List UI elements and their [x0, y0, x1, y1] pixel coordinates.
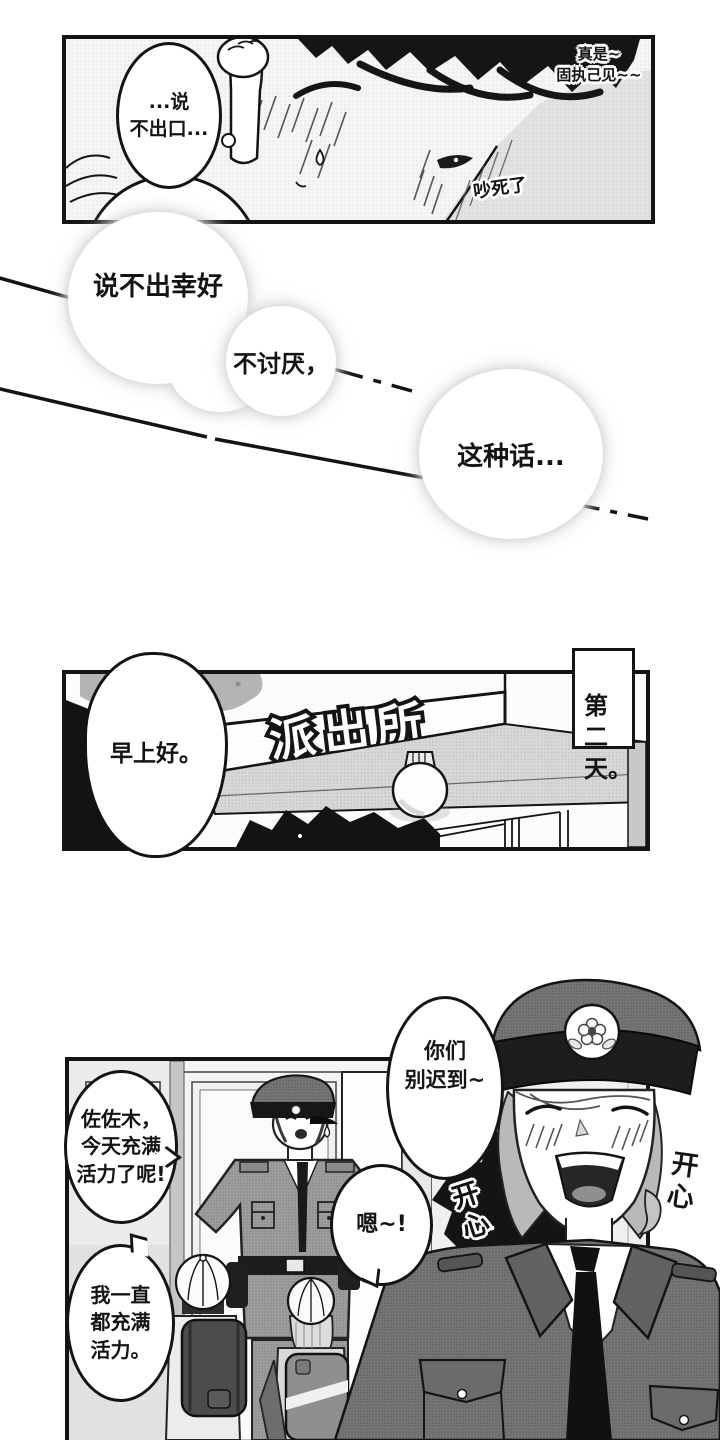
monologue-2-text: 不讨厌，: [233, 349, 329, 378]
speech-bubble-dont-be-late: 你们 别迟到~: [386, 996, 504, 1180]
bubble-hard-to-say-text: ...说 不出口...: [129, 91, 209, 140]
speech-bubble-hard-to-say: ...说 不出口...: [116, 42, 222, 189]
sasaki-teeth: [558, 1153, 622, 1170]
eyebrow: [293, 81, 361, 99]
speech-bubble-good-morning: 早上好。: [84, 652, 228, 858]
dont-be-late-text: 你们 别迟到~: [404, 1039, 486, 1092]
sasaki-epaulette-right: [670, 1262, 717, 1283]
bubble-tail-circle: [221, 133, 236, 148]
speech-bubble-sasaki-energetic: 佐佐木， 今天充满 活力了呢!: [64, 1070, 178, 1224]
sasaki-tie-knot: [570, 1246, 600, 1272]
kid2-cap-panels: [297, 1278, 325, 1322]
hair-silhouette: [298, 39, 640, 92]
sasaki-fringe: [515, 1091, 651, 1111]
caption-next-day-text: 第二 天。: [584, 691, 632, 784]
eye-glint: [453, 157, 459, 163]
monologue-3-text: 这种话...: [457, 441, 565, 472]
motion-line-a2: [329, 366, 413, 393]
speech-bubble-mm: 嗯~!: [330, 1164, 433, 1286]
sasaki-pockets: [418, 1358, 720, 1440]
sasaki-eye-right: [611, 1105, 649, 1116]
kid2-backpack-clip: [295, 1359, 311, 1375]
kid2-hair-lines: [295, 1322, 321, 1348]
kid1-straps: [188, 1322, 240, 1412]
sfx-really-stubborn-text: 真是~ 固执己见~~: [556, 45, 642, 84]
hand: [216, 39, 270, 79]
sasaki-blush: [525, 1119, 649, 1151]
officer-cap-emblem: [290, 1104, 302, 1116]
sasaki-lapel-right: [612, 1244, 678, 1341]
always-energetic-text: 我一直 都充满 活力。: [90, 1282, 151, 1362]
kid2-arm: [259, 1359, 287, 1440]
officer-tie: [297, 1162, 308, 1252]
panel-1-art: [66, 39, 651, 220]
bedding-wedge-tone: [443, 70, 651, 220]
sfx-happy-right: 开心: [656, 1147, 720, 1220]
kid1-cap-button: [199, 1254, 207, 1262]
sfx-happy-right-text: 开心: [659, 1147, 700, 1216]
monologue-bubble-2: 不讨厌，: [226, 306, 336, 416]
sasaki-figure: [333, 978, 720, 1440]
belt-buckle: [285, 1258, 305, 1273]
monologue-bubble-3: 这种话...: [419, 369, 603, 539]
motion-line-b1: [0, 387, 208, 439]
speech-bubble-always-energetic: 我一直 都充满 活力。: [66, 1244, 175, 1402]
sweat-drop: [315, 148, 325, 167]
caption-next-day: 第二 天。: [572, 648, 635, 783]
sasaki-eye-left: [525, 1104, 562, 1115]
mm-text: 嗯~!: [356, 1211, 407, 1237]
holster: [226, 1262, 248, 1308]
sasaki-energetic-text: 佐佐木， 今天充满 活力了呢!: [76, 1106, 166, 1186]
officer-mouth: [295, 1129, 307, 1139]
hair-strands: [356, 60, 604, 101]
cap-emblem-flower: [568, 1017, 616, 1050]
officer-cap-visor: [310, 1116, 338, 1124]
kid2-hair: [289, 1315, 334, 1349]
sweat-mark: [295, 181, 307, 188]
face-contour: [445, 145, 499, 220]
good-morning-text: 早上好。: [110, 741, 202, 768]
kid-left: [164, 1253, 248, 1440]
pocket-button-l: [261, 1216, 265, 1220]
officer-cap-crown: [250, 1074, 336, 1106]
monologue-bubble-1: 说不出幸好: [68, 212, 272, 412]
epaulette-right: [325, 1161, 355, 1173]
wedge-hatching: [455, 139, 513, 220]
monologue-1-text: 说不出幸好: [92, 271, 223, 302]
sasaki-epaulette-left: [437, 1252, 484, 1273]
sfx-really-stubborn: 真是~ 固执己见~~: [541, 44, 657, 86]
sasaki-hair-curl: [637, 1188, 662, 1236]
sasaki-nose: [575, 1118, 589, 1137]
sasaki-tongue: [572, 1186, 606, 1202]
sasaki-lapel-left: [504, 1242, 574, 1339]
kid1-backpack-pocket: [207, 1389, 231, 1409]
kid2-reflective-band: [286, 1380, 348, 1410]
epaulette-left: [239, 1161, 269, 1173]
officer-sweat-drop: [323, 1124, 331, 1138]
finger-lines: [227, 39, 263, 51]
motion-line-b2: [214, 437, 426, 480]
sasaki-tie: [566, 1272, 612, 1440]
